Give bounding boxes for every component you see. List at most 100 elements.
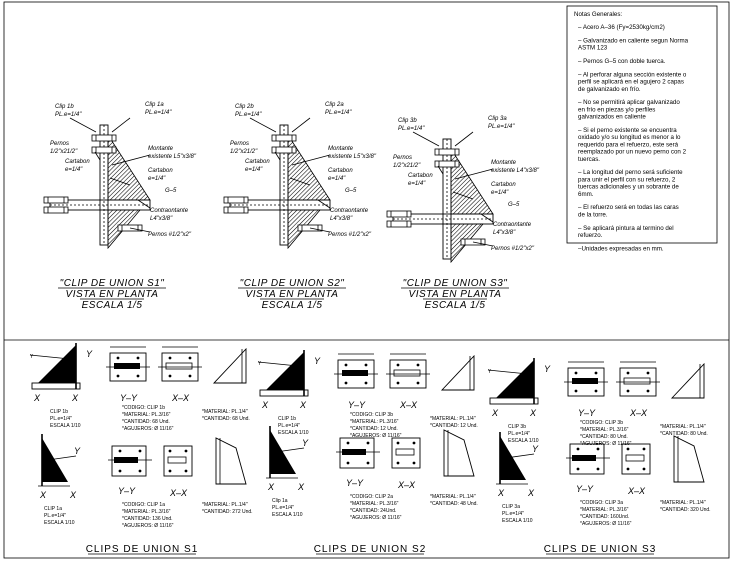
bolt-grade-label: G–5 — [508, 202, 520, 208]
clip-b-label: PL.e=1/4" — [50, 416, 72, 422]
clip-a-label: ESCALA 1/10 — [272, 512, 303, 518]
clip-b-label: PL.e=1/4" — [398, 126, 425, 132]
clip-b-spec: *AGUJEROS: Ø 11/16" — [580, 441, 632, 447]
bolt — [223, 206, 249, 214]
axis-label-x: X — [33, 393, 41, 403]
clip-a-label: Clip 3a — [488, 116, 507, 122]
cartabon-label-2: e=1/4" — [328, 176, 346, 182]
bolt-hole — [646, 389, 650, 393]
bolt-hole — [168, 356, 172, 360]
clip-b-gusset — [38, 345, 76, 383]
clip-b-spec: *AGUJEROS: Ø 11/16" — [350, 433, 402, 439]
note-line: ASTM 123 — [578, 45, 608, 52]
clip-b-label: ESCALA 1/10 — [50, 423, 81, 429]
axis-label-x: X — [261, 400, 269, 410]
sheet-border — [3, 1, 730, 559]
clip-b-material: *CANTIDAD: 80 Und. — [660, 431, 708, 437]
bolt-hole — [136, 356, 140, 360]
bolt-hole — [596, 447, 600, 451]
plan-title: VISTA EN PLANTA — [66, 289, 159, 300]
bolt-hole — [576, 467, 580, 471]
bolt-hole — [136, 374, 140, 378]
axis-label-y: Y — [532, 444, 539, 454]
note-line: de la torre. — [578, 211, 608, 218]
clip-a-spec: *AGUJEROS: Ø 11/16" — [350, 515, 402, 521]
clip-b-spec: *CODIGO: CLIP 3b — [350, 412, 393, 418]
note-line: reemplazado por un nuevo perno con 2 — [578, 149, 687, 156]
gusset-upper — [107, 133, 151, 201]
axis-label-y: Y — [74, 446, 81, 456]
montante-label: existente L5"x3/8" — [148, 154, 197, 160]
view-label-yy: Y–Y — [348, 400, 366, 410]
clip-b-material: *CANTIDAD: 12 Und. — [430, 423, 478, 429]
view-label-yy: Y–Y — [576, 484, 594, 494]
view-label-xx: X–X — [171, 393, 190, 403]
clip-b-spec: *CANTIDAD: 12 Und. — [350, 426, 398, 432]
plan-title: ESCALA 1/5 — [262, 300, 323, 311]
pernos-2-label: Pernos #1/2"x2" — [491, 246, 535, 252]
clip-a-spec: *MATERIAL: PL.3/16" — [122, 509, 171, 515]
bolt-hole — [184, 469, 188, 473]
bolt-hole — [188, 356, 192, 360]
cartabon-label-2: e=1/4" — [491, 190, 509, 196]
pernos-label: 1/2"x21/2" — [393, 163, 421, 169]
clip-a-gusset-view — [443, 429, 475, 477]
bolt-hole — [168, 374, 172, 378]
bolt — [386, 220, 412, 228]
axis-label-x: X — [39, 490, 47, 500]
bolt-hole — [366, 441, 370, 445]
clip-b-spec: *MATERIAL: PL.3/16" — [122, 412, 171, 418]
clip-a-material: *CANTIDAD: 48 Und. — [430, 501, 478, 507]
note-line: 6mm. — [578, 191, 594, 198]
bolt-hole — [412, 441, 416, 445]
clip-b-label: ESCALA 1/10 — [278, 430, 309, 436]
clip-b-spec: *AGUJEROS: Ø 11/16" — [122, 426, 174, 432]
clip-a-material: *CANTIDAD: 320 Und. — [660, 507, 711, 513]
bolt-hole — [416, 381, 420, 385]
clip-b-material: *MATERIAL: PL.1/4" — [660, 424, 706, 430]
clip-b-label: ESCALA 1/10 — [508, 438, 539, 444]
view-label-xx: X–X — [169, 488, 188, 498]
pernos-label: 1/2"x21/2" — [230, 149, 258, 155]
axis-label-x: X — [299, 400, 307, 410]
bolt-hole — [344, 381, 348, 385]
note-line: – Al perforar alguna sección existente o — [578, 71, 687, 78]
view-label-xx: X–X — [629, 408, 648, 418]
bolt-hole — [184, 449, 188, 453]
axis-label-x: X — [527, 488, 535, 498]
view-label-xx: X–X — [399, 400, 418, 410]
contraontante-label: Contraontante — [330, 208, 369, 214]
note-line: – El refuerzo será en todas las caras — [578, 204, 679, 211]
clip-a-label: PL.e=1/4" — [272, 505, 294, 511]
clip-a-label: PL.e=1/4" — [488, 124, 515, 130]
axis-label-x: X — [491, 408, 499, 418]
pernos-label: Pernos — [230, 141, 249, 147]
clip-b-gusset — [496, 360, 534, 398]
clip-b-gusset-view — [212, 347, 247, 384]
cartabon-label: e=1/4" — [245, 167, 263, 173]
bolt-hole — [344, 363, 348, 367]
axis-label-x: X — [267, 482, 275, 492]
bolt-hole — [346, 441, 350, 445]
clip-b-label: Clip 3b — [398, 118, 417, 124]
bolt-hole — [396, 441, 400, 445]
bolt-hole — [626, 447, 630, 451]
clip-a-label: ESCALA 1/10 — [502, 518, 533, 524]
clip-b-material: *MATERIAL: PL.1/4" — [430, 416, 476, 422]
bolt-grade-label: G–5 — [345, 188, 357, 194]
clip-a-front-view — [339, 437, 375, 469]
bolt-hole — [396, 363, 400, 367]
note-line: – Galvanizado en caliente segun Norma — [578, 37, 689, 44]
cartabon-label-2: Cartabon — [328, 168, 353, 174]
axis-label-y: Y — [544, 364, 551, 374]
view-label-yy: Y–Y — [118, 486, 136, 496]
bolt-hole — [646, 371, 650, 375]
bolt — [43, 196, 69, 204]
clip-b-label: CLIP 1b — [50, 409, 68, 415]
bolt-grade-label: G–5 — [165, 188, 177, 194]
view-label-yy: Y–Y — [120, 393, 138, 403]
montante-label: Montante — [491, 160, 517, 166]
bolt — [91, 134, 117, 142]
